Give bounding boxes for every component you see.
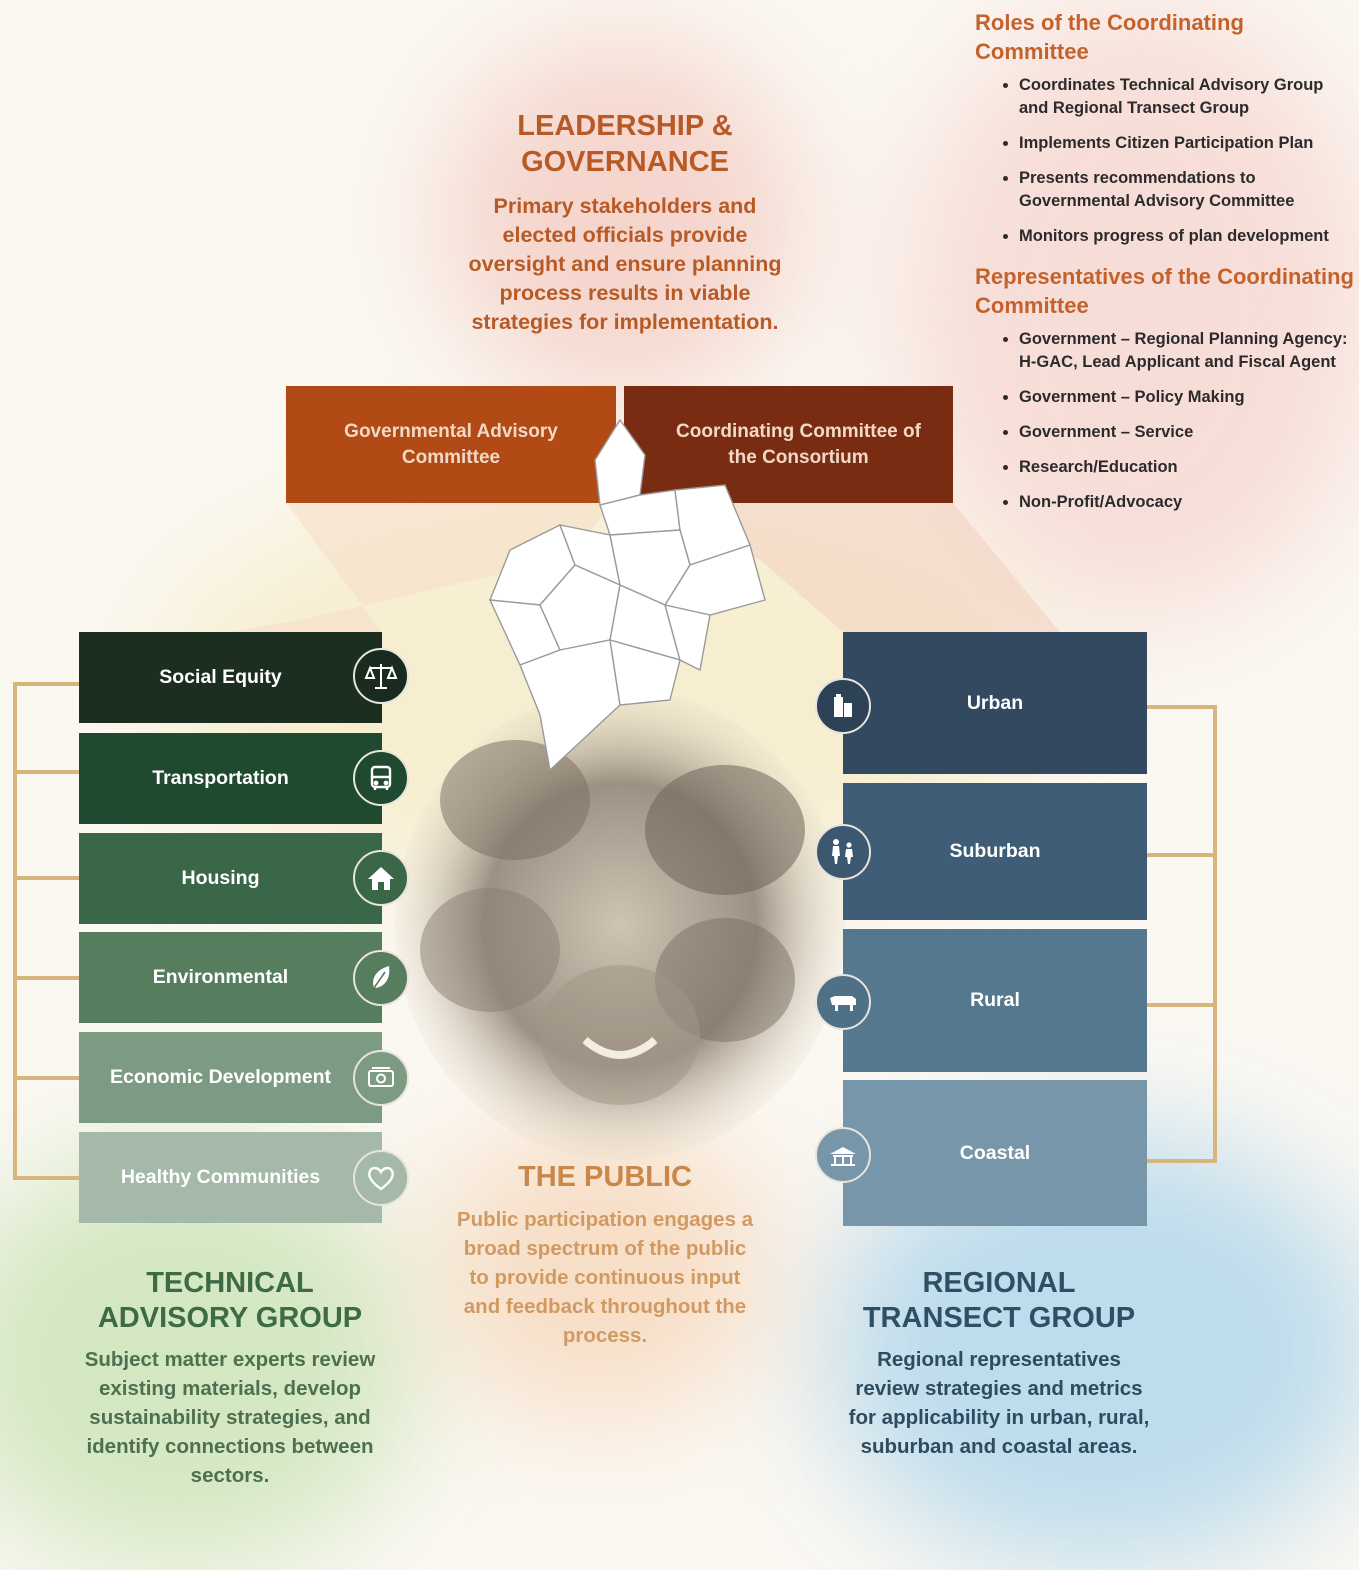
sector-social-equity: Social Equity [79,632,382,723]
area-label: Urban [966,691,1024,714]
representatives-item: Government – Policy Making [1019,386,1355,409]
sector-transportation: Transportation [79,733,382,824]
bus-icon [353,750,409,806]
roles-item: Monitors progress of plan development [1019,225,1355,248]
representatives-item: Research/Education [1019,456,1355,479]
coordinating-label: Coordinating Committee of the Consortium [676,420,921,468]
representatives-heading: Representatives of the Coordinating Comm… [975,264,1354,318]
roles-panel: Roles of the Coordinating Committee Coor… [975,8,1355,528]
roles-item: Presents recommendations to Governmental… [1019,167,1355,213]
public-description: Public participation engages a broad spe… [456,1208,754,1347]
buildings-icon [815,678,871,734]
leadership-title: LEADERSHIP & GOVERNANCE [517,110,733,178]
roles-heading: Roles of the Coordinating Committee [975,10,1244,64]
family-icon [815,824,871,880]
roles-item: Implements Citizen Participation Plan [1019,132,1355,155]
area-rural: Rural [843,929,1147,1072]
representatives-item: Government – Regional Planning Agency: H… [1019,328,1355,374]
coordinating-committee: Coordinating Committee of the Consortium [624,386,953,503]
leadership-description: Primary stakeholders and elected officia… [468,194,782,334]
scales-icon [353,648,409,704]
representatives-list: Government – Regional Planning Agency: H… [975,328,1355,514]
leaf-icon [353,950,409,1006]
roles-list: Coordinates Technical Advisory Group and… [975,74,1355,248]
technical-title: TECHNICAL ADVISORY GROUP [97,1267,363,1334]
sector-label: Housing [181,867,260,889]
sector-label: Economic Development [109,1066,332,1088]
technical-bracket [13,682,83,1180]
area-coastal: Coastal [843,1080,1147,1226]
region-map [488,418,766,772]
area-suburban: Suburban [843,783,1147,920]
sector-healthy-communities: Healthy Communities [79,1132,382,1223]
representatives-item: Non-Profit/Advocacy [1019,491,1355,514]
sector-label: Healthy Communities [120,1166,321,1188]
cow-icon [815,974,871,1030]
roles-item: Coordinates Technical Advisory Group and… [1019,74,1355,120]
area-label: Coastal [959,1141,1031,1164]
transect-bracket [1147,705,1217,1163]
area-urban: Urban [843,632,1147,774]
pavilion-icon [815,1127,871,1183]
house-icon [353,850,409,906]
transect-title: REGIONAL TRANSECT GROUP [862,1267,1136,1334]
governmental-advisory-committee: Governmental Advisory Committee [286,386,616,503]
technical-description: Subject matter experts review existing m… [84,1348,376,1487]
sector-environmental: Environmental [79,932,382,1023]
sector-economic-development: Economic Development [79,1032,382,1123]
public-photo [395,690,845,1160]
sector-label: Social Equity [159,666,282,688]
area-label: Suburban [949,840,1041,862]
transect-description: Regional representatives review strategi… [848,1348,1150,1458]
sector-housing: Housing [79,833,382,924]
public-title: THE PUBLIC [518,1161,692,1193]
area-label: Rural [970,989,1020,1011]
sector-label: Transportation [152,767,289,789]
governmental-label: Governmental Advisory Committee [344,420,558,468]
representatives-item: Government – Service [1019,421,1355,444]
heart-icon [353,1150,409,1206]
sector-label: Environmental [152,966,289,988]
money-icon [353,1050,409,1106]
